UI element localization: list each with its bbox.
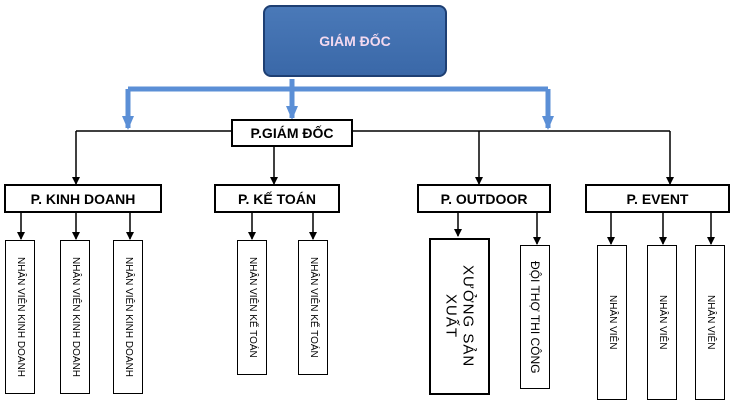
staff-connectors: [17, 212, 715, 245]
staff-box: NHÂN VIÊN KINH DOANH: [60, 240, 90, 394]
staff-box: NHÂN VIÊN KINH DOANH: [113, 240, 143, 394]
crew-label: ĐỘI THỢ THI CÔNG: [528, 260, 542, 374]
staff-box: NHÂN VIÊN KẾ TOÁN: [298, 240, 328, 375]
director-connectors: [122, 79, 554, 130]
department-connectors: [72, 130, 674, 185]
dept-event: P. EVENT: [585, 184, 730, 213]
dept-label: P. EVENT: [626, 190, 689, 207]
dept-label: P. KINH DOANH: [30, 190, 136, 207]
dept-label: P. OUTDOOR: [440, 190, 528, 207]
staff-label: NHÂN VIÊN: [607, 295, 618, 350]
workshop-box: XƯỞNG SẢN XUẤT: [429, 238, 490, 395]
staff-box: NHÂN VIÊN KẾ TOÁN: [237, 240, 267, 375]
staff-label: NHÂN VIÊN KẾ TOÁN: [247, 257, 258, 358]
staff-box: NHÂN VIÊN KINH DOANH: [5, 240, 35, 394]
staff-box: NHÂN VIÊN: [695, 245, 725, 400]
dept-outdoor: P. OUTDOOR: [417, 184, 551, 213]
dept-kinh-doanh: P. KINH DOANH: [4, 184, 162, 213]
workshop-label: XƯỞNG SẢN XUẤT: [442, 265, 477, 368]
staff-label: NHÂN VIÊN: [705, 295, 716, 350]
dept-label: P. KẾ TOÁN: [237, 190, 317, 207]
staff-label: NHÂN VIÊN KINH DOANH: [123, 256, 134, 377]
staff-box: NHÂN VIÊN: [647, 245, 677, 400]
staff-label: NHÂN VIÊN KẾ TOÁN: [308, 257, 319, 358]
staff-label: NHÂN VIÊN KINH DOANH: [15, 256, 26, 377]
deputy-box: P.GIÁM ĐỐC: [231, 119, 353, 147]
staff-label: NHÂN VIÊN KINH DOANH: [70, 256, 81, 377]
staff-box: NHÂN VIÊN: [597, 245, 627, 400]
crew-box: ĐỘI THỢ THI CÔNG: [520, 245, 550, 389]
dept-ke-toan: P. KẾ TOÁN: [214, 184, 340, 213]
deputy-label: P.GIÁM ĐỐC: [250, 125, 334, 141]
director-label: GIÁM ĐỐC: [319, 33, 391, 49]
staff-label: NHÂN VIÊN: [657, 295, 668, 350]
director-box: GIÁM ĐỐC: [263, 5, 447, 77]
